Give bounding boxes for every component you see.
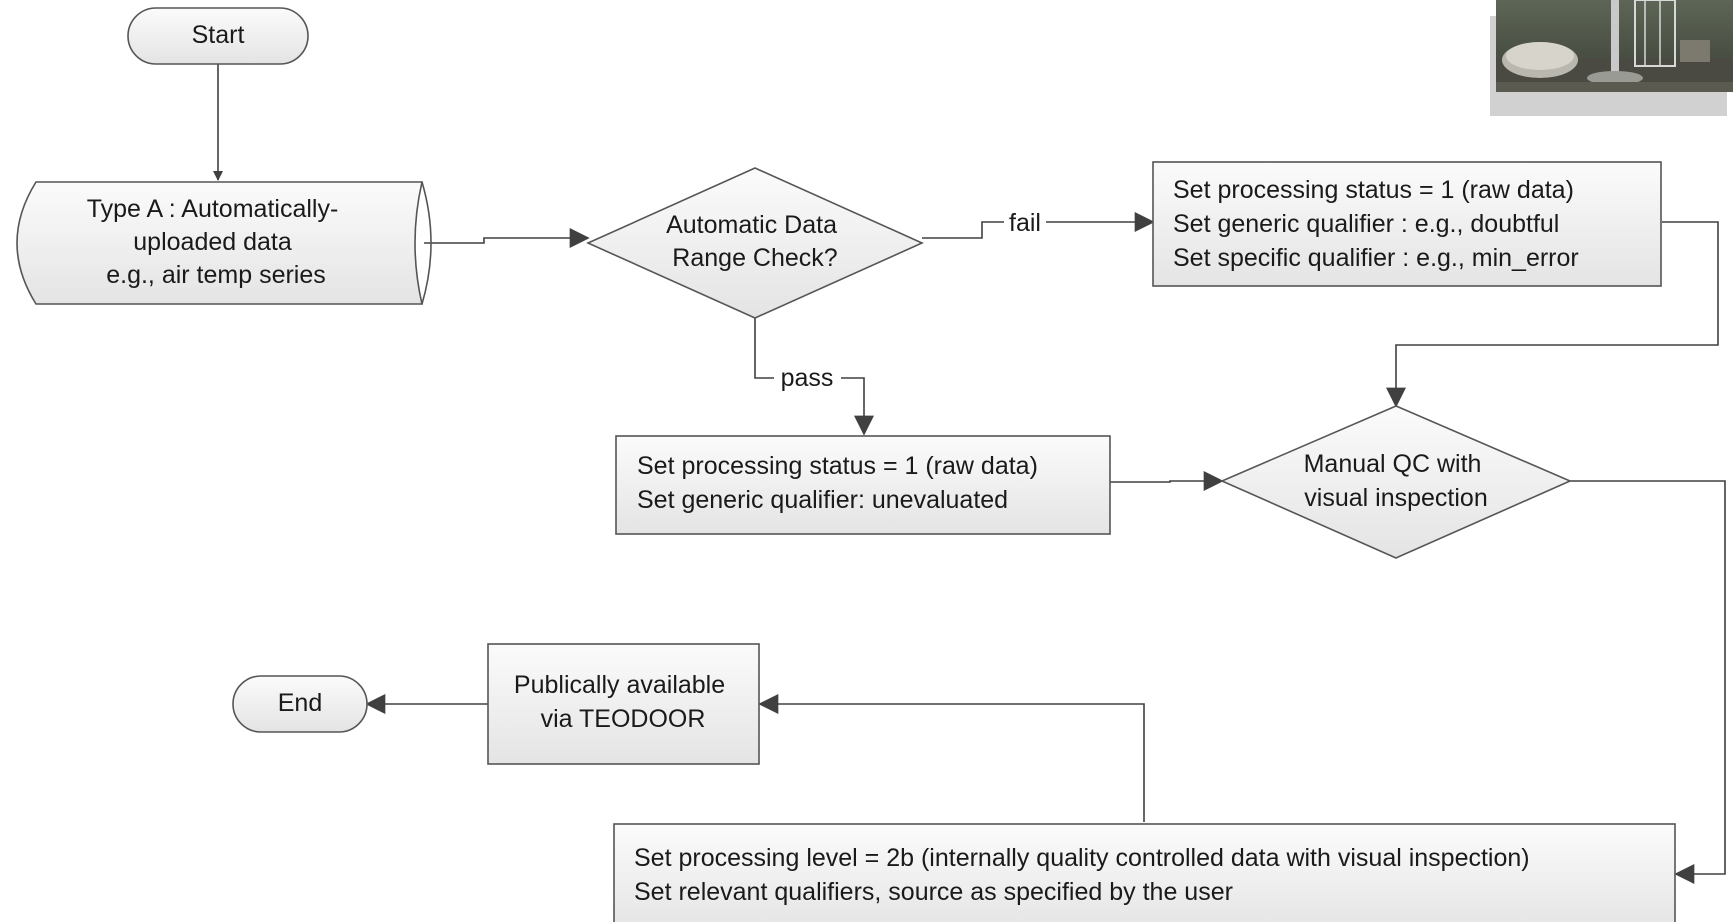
fail-edge-label: fail bbox=[1009, 209, 1041, 237]
level-process-box: Set processing level = 2b (internally qu… bbox=[613, 823, 1676, 922]
edge-input-to-range-check bbox=[424, 228, 590, 248]
pass-box-line-1: Set processing status = 1 (raw data) bbox=[637, 452, 1038, 480]
publish-line-1: Publically available bbox=[514, 671, 725, 699]
input-data-node: Type A : Automatically- uploaded data e.… bbox=[16, 181, 432, 305]
level-box-line-2: Set relevant qualifiers, source as speci… bbox=[634, 878, 1233, 906]
manual-qc-decision: Manual QC with visual inspection bbox=[1220, 405, 1572, 559]
manual-qc-label: Manual QC with visual inspection bbox=[1304, 450, 1489, 512]
fail-box-text: Set processing status = 1 (raw data) Set… bbox=[1173, 176, 1581, 272]
edge-range-check-to-fail bbox=[922, 222, 1153, 238]
range-check-line-1: Automatic Data bbox=[666, 211, 837, 239]
level-box-text: Set processing level = 2b (internally qu… bbox=[634, 844, 1537, 906]
pass-box-line-2: Set generic qualifier: unevaluated bbox=[637, 486, 1008, 514]
connectors bbox=[213, 64, 1726, 884]
publish-line-2: via TEODOOR bbox=[541, 705, 706, 733]
fail-process-box: Set processing status = 1 (raw data) Set… bbox=[1152, 161, 1662, 287]
weather-station-photo bbox=[1490, 0, 1733, 116]
range-check-label: Automatic Data Range Check? bbox=[666, 211, 844, 272]
input-label: Type A : Automatically- uploaded data e.… bbox=[87, 195, 345, 289]
publish-box: Publically available via TEODOOR bbox=[487, 643, 760, 765]
end-terminator: End bbox=[232, 675, 368, 733]
edge-fail-to-manual-qc bbox=[1386, 221, 1719, 408]
start-label: Start bbox=[192, 21, 245, 49]
manual-qc-line-1: Manual QC with bbox=[1304, 450, 1482, 478]
edge-range-check-to-pass bbox=[754, 318, 864, 434]
pass-edge-label: pass bbox=[781, 364, 834, 392]
level-box-line-1: Set processing level = 2b (internally qu… bbox=[634, 844, 1530, 872]
fail-box-line-1: Set processing status = 1 (raw data) bbox=[1173, 176, 1574, 204]
edge-pass-to-manual-qc bbox=[1110, 471, 1224, 491]
publish-text: Publically available via TEODOOR bbox=[514, 671, 732, 733]
fail-box-line-2: Set generic qualifier : e.g., doubtful bbox=[1173, 210, 1559, 238]
fail-box-line-3: Set specific qualifier : e.g., min_error bbox=[1173, 244, 1579, 272]
input-label-line-3: e.g., air temp series bbox=[106, 261, 326, 289]
range-check-decision: Automatic Data Range Check? bbox=[586, 167, 924, 319]
edge-level-to-publish bbox=[758, 694, 1145, 822]
input-label-line-1: Type A : Automatically- bbox=[87, 195, 339, 223]
edge-manual-qc-to-level bbox=[1570, 480, 1726, 884]
manual-qc-line-2: visual inspection bbox=[1304, 484, 1487, 512]
range-check-line-2: Range Check? bbox=[672, 244, 837, 272]
input-label-line-2: uploaded data bbox=[133, 228, 292, 256]
pass-process-box: Set processing status = 1 (raw data) Set… bbox=[615, 435, 1111, 535]
start-terminator: Start bbox=[127, 7, 309, 65]
end-label: End bbox=[278, 689, 322, 717]
pass-box-text: Set processing status = 1 (raw data) Set… bbox=[637, 452, 1045, 514]
